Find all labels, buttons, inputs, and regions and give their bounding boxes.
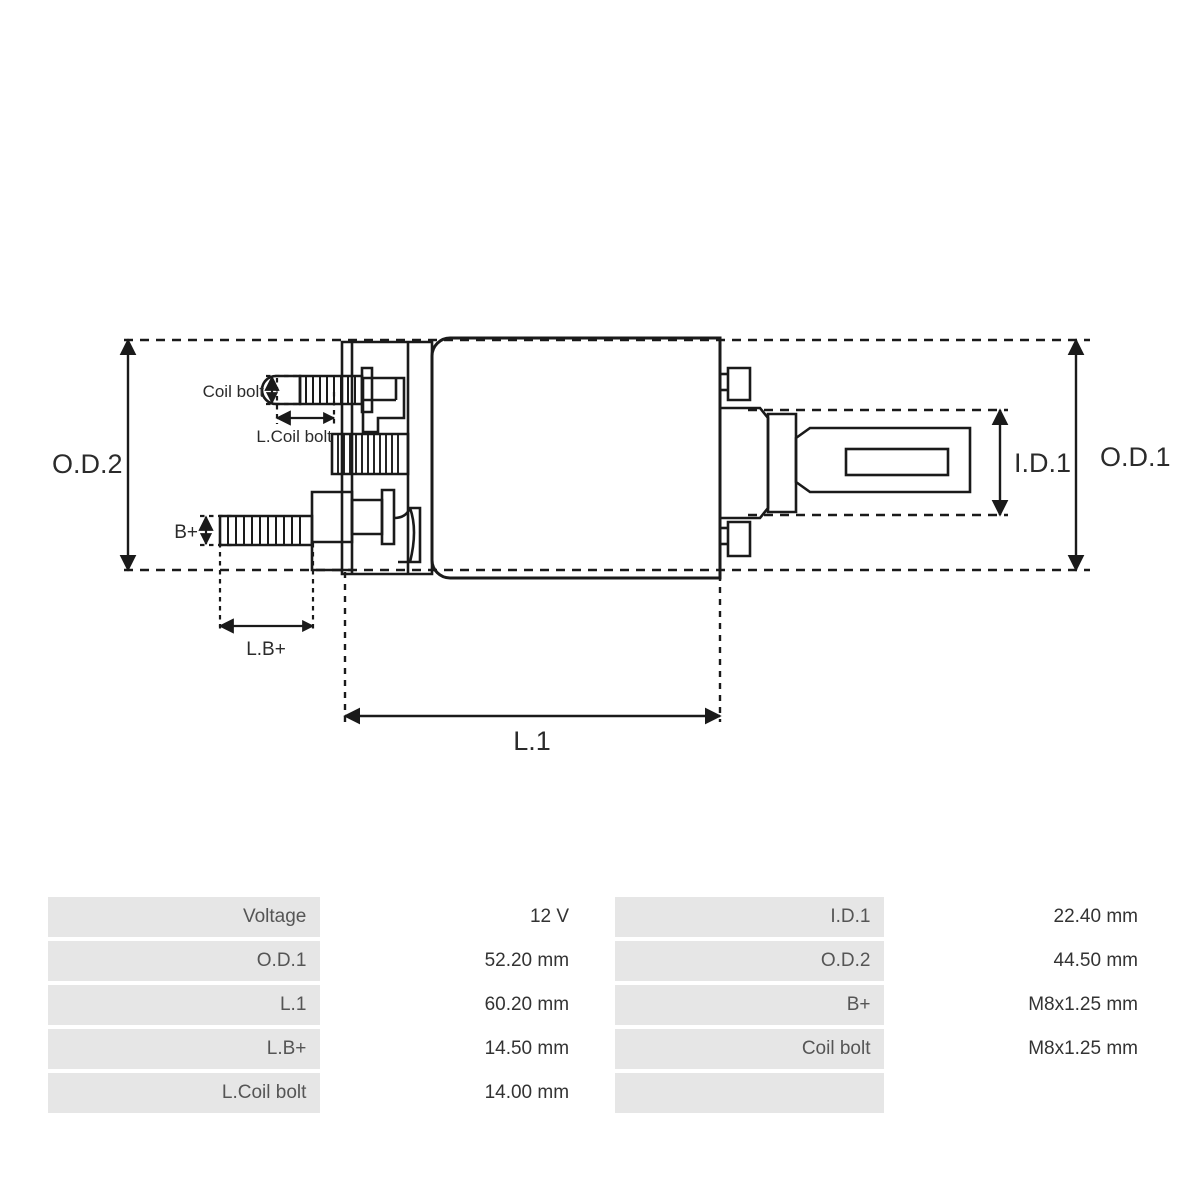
label-od1: O.D.1 [1100,442,1171,472]
bplus-bolt-assembly [218,514,314,547]
table-row: Voltage 12 V I.D.1 22.40 mm [48,897,1152,937]
coil-bolt-root [360,366,374,414]
coil-stud-lower-assembly [330,432,410,476]
spec-label: Coil bolt [615,1029,885,1069]
spec-value: M8x1.25 mm [884,1029,1152,1069]
bplus-bolt-threads [227,516,301,545]
spec-value: 22.40 mm [884,897,1152,937]
left-housing-block [340,340,434,576]
spec-label-empty [615,1073,885,1113]
spec-value: M8x1.25 mm [884,985,1152,1025]
label-lbplus: L.B+ [246,639,286,660]
front-flange [720,406,770,520]
spec-value: 14.00 mm [320,1073,584,1113]
plunger-boss [766,412,798,514]
spec-value-empty [884,1073,1152,1113]
lower-contact-washer [380,488,396,546]
spec-label: Voltage [48,897,321,937]
coil-bolt-nose [260,374,302,406]
lower-contact-shaft [350,498,384,536]
coil-stud-knurl-body [330,432,410,476]
column-spacer [583,941,615,981]
bplus-bolt-shank [218,514,314,547]
mount-stud-upper [726,366,752,402]
spec-label: O.D.1 [48,941,321,981]
label-id1: I.D.1 [1014,448,1071,478]
technical-drawing: O.D.2 O.D.1 I.D.1 L.1 L.B+ B+ Coil bolt … [52,336,1171,756]
spec-label: I.D.1 [615,897,885,937]
label-l-coil-bolt: L.Coil bolt [256,427,332,446]
table-row: L.B+ 14.50 mm Coil bolt M8x1.25 mm [48,1029,1152,1069]
plunger-eye-slot [844,447,950,477]
spec-value: 60.20 mm [320,985,584,1025]
spec-value: 12 V [320,897,584,937]
column-spacer [583,1029,615,1069]
datum-lines-lbplus [218,543,315,632]
spec-label: O.D.2 [615,941,885,981]
spec-label: B+ [615,985,885,1025]
datum-lines-vertical [343,572,722,722]
table-row: O.D.1 52.20 mm O.D.2 44.50 mm [48,941,1152,981]
spec-value: 14.50 mm [320,1029,584,1069]
spring-curve [408,507,416,563]
solenoid-body [430,336,722,580]
spring-detail [393,506,422,564]
spec-label: L.B+ [48,1029,321,1069]
coil-stud-knurl-lines [337,434,399,474]
upper-contact-bracket [361,376,406,434]
specifications-table: Voltage 12 V I.D.1 22.40 mm O.D.1 52.20 … [48,893,1152,1117]
coil-bolt-threads [305,376,356,404]
label-coil-bolt: Coil bolt [203,382,265,401]
column-spacer [583,897,615,937]
lower-plate [310,542,352,572]
solenoid-diagram-svg: O.D.2 O.D.1 I.D.1 L.1 L.B+ B+ Coil bolt … [52,336,1171,756]
label-l1: L.1 [513,726,551,756]
spec-value: 44.50 mm [884,941,1152,981]
table-row: L.Coil bolt 14.00 mm [48,1073,1152,1113]
label-od2: O.D.2 [52,449,123,479]
column-spacer [583,985,615,1025]
lower-contact-block [310,490,354,544]
spec-table-body: Voltage 12 V I.D.1 22.40 mm O.D.1 52.20 … [48,897,1152,1113]
column-spacer [583,1073,615,1113]
right-mounting-studs [720,366,752,558]
spec-value: 52.20 mm [320,941,584,981]
body-outline-placeholder [432,338,720,578]
spec-label: L.Coil bolt [48,1073,321,1113]
plunger-rod [794,426,972,494]
coil-bolt-assembly [260,366,374,414]
label-bplus: B+ [174,522,198,543]
mount-stud-lower [726,520,752,558]
spec-label: L.1 [48,985,321,1025]
datum-lines [124,338,1090,572]
table-row: L.1 60.20 mm B+ M8x1.25 mm [48,985,1152,1025]
